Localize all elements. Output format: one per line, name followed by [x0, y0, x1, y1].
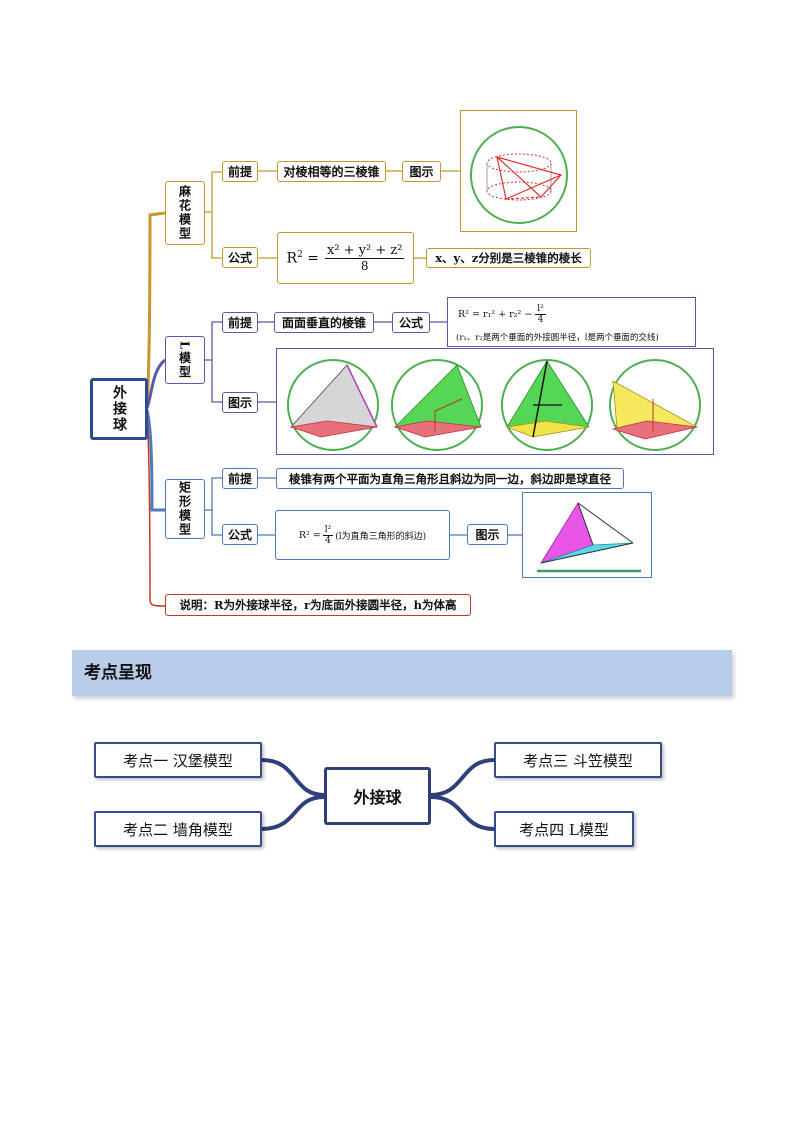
rect-formula-fraction: l² 4: [322, 524, 334, 546]
mahua-premise-text: 对棱相等的三棱锥: [277, 161, 386, 182]
mahua-sphere-diagram: [470, 126, 568, 224]
branch-rect: 矩形模型: [165, 479, 205, 539]
mahua-formula-fraction: x² + y² + z² 8: [324, 243, 405, 273]
mahua-formula-lhs: R2 =: [286, 249, 319, 267]
mahua-figure: [460, 110, 577, 232]
rect-formula-numerator: l²: [322, 524, 334, 536]
rect-formula-main: R² =: [298, 529, 321, 541]
L-figure-2: [391, 359, 483, 451]
topic-item-1: 考点一 汉堡模型: [94, 742, 262, 778]
topic-item-2: 考点二 墙角模型: [94, 811, 262, 847]
branch-mahua-label: 麻花模型: [177, 185, 192, 241]
branch-mahua: 麻花模型: [165, 181, 205, 245]
rect-formula-box: R² = l² 4 (l为直角三角形的斜边): [275, 510, 450, 560]
L-formula-numerator: l²: [535, 304, 546, 315]
L-figure-3: [501, 359, 593, 451]
L-figures: [276, 348, 714, 455]
branch-L: L模型: [165, 336, 205, 384]
rect-formula-note: (l为直角三角形的斜边): [335, 531, 427, 542]
rect-figure-label: 图示: [467, 524, 508, 545]
topic-item-4: 考点四 L模型: [494, 811, 634, 847]
mahua-formula-box: R2 = x² + y² + z² 8: [277, 232, 414, 284]
root-node: 外接球: [90, 378, 148, 440]
L-formula-fraction: l² 4: [535, 304, 546, 325]
section-header-title: 考点呈现: [84, 663, 152, 683]
L-premise-label: 前提: [222, 312, 258, 333]
mahua-formula-note: x、y、z分别是三棱锥的棱长: [426, 248, 591, 268]
mahua-premise-label: 前提: [222, 161, 258, 182]
rect-premise-label: 前提: [222, 468, 258, 489]
root-label: 外接球: [111, 385, 127, 433]
rect-premise-text: 棱锥有两个平面为直角三角形且斜边为同一边，斜边即是球直径: [276, 468, 624, 489]
rect-formula-denominator: 4: [325, 535, 331, 546]
L-sphere-diagrams: [287, 359, 701, 451]
L-formula-main: R² = r₁² + r₂² −: [458, 309, 533, 320]
branch-L-label: L模型: [177, 340, 192, 380]
mahua-formula-numerator: x² + y² + z²: [324, 243, 405, 259]
L-figure-4: [609, 359, 701, 451]
mahua-figure-label: 图示: [402, 161, 441, 182]
section-header: 考点呈现: [72, 650, 732, 696]
L-formula-denominator: 4: [537, 315, 544, 325]
explanation-note: 说明：R为外接球半径，r为底面外接圆半径，h为体高: [165, 594, 471, 616]
mahua-formula-denominator: 8: [360, 259, 369, 273]
L-formula-expression: R² = r₁² + r₂² − l² 4: [458, 304, 546, 325]
rect-figure: [522, 492, 652, 578]
topic-item-3: 考点三 斗笠模型: [494, 742, 662, 778]
L-figure-label: 图示: [222, 392, 258, 413]
L-formula-note: (r₁、r₂是两个垂面的外接圆半径，l是两个垂面的交线): [456, 333, 659, 343]
L-formula-box: R² = r₁² + r₂² − l² 4 (r₁、r₂是两个垂面的外接圆半径，…: [447, 297, 696, 347]
mindmap-connectors: [145, 170, 522, 607]
L-formula-label: 公式: [392, 312, 430, 333]
branch-rect-label: 矩形模型: [177, 481, 192, 537]
rect-pyramid-diagram: [537, 502, 641, 573]
rect-formula-label: 公式: [222, 524, 258, 545]
L-premise-text: 面面垂直的棱锥: [274, 312, 374, 333]
bottom-center-node: 外接球: [324, 767, 431, 825]
mahua-formula-label: 公式: [222, 247, 258, 268]
L-figure-1: [287, 359, 379, 451]
